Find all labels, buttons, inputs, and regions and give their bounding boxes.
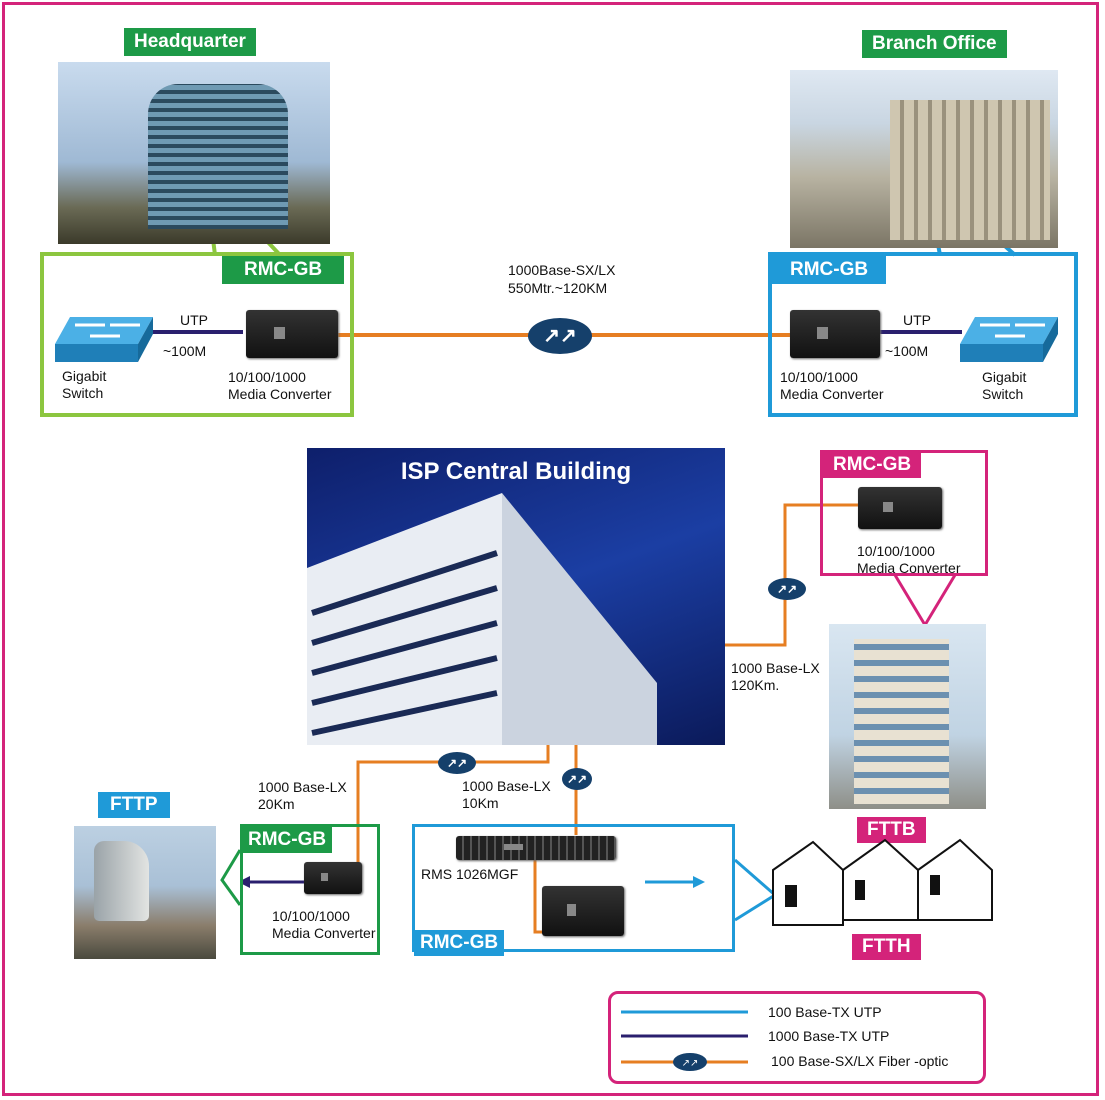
fttp-pointer-line: [220, 849, 242, 906]
ftth-media-converter: [542, 886, 624, 936]
hq-utp-label: UTP: [180, 312, 208, 328]
isp-title: ISP Central Building: [400, 458, 632, 485]
ftth-pointer-line: [734, 858, 778, 922]
hq-converter-label-1: 10/100/1000: [228, 369, 306, 385]
legend-swatches: ↗↗: [621, 1010, 748, 1071]
rms-switch-label: RMS 1026MGF: [421, 866, 519, 882]
fttb-link-label-1: 1000 Base-LX: [731, 660, 820, 676]
fttp-fiber-icon: ↗↗: [438, 752, 476, 774]
legend-label-100tx: 100 Base-TX UTP: [768, 1004, 882, 1020]
branch-box: [768, 252, 1078, 417]
hq-media-converter: [246, 310, 338, 358]
ftth-box: [412, 824, 735, 952]
fttb-tag: FTTB: [857, 817, 926, 843]
legend-box: ↗↗ 100 Base-TX UTP 1000 Base-TX UTP 100 …: [608, 991, 986, 1084]
fttp-box-label: RMC-GB: [242, 827, 333, 853]
fttp-building-shape: [94, 841, 149, 921]
ftth-link-label-2: 10Km: [462, 795, 499, 811]
fttb-media-converter: [858, 487, 942, 529]
fttb-box-label: RMC-GB: [823, 452, 922, 478]
branch-office-photo: [790, 70, 1058, 248]
hq-box: [40, 252, 354, 417]
hq-converter-label-2: Media Converter: [228, 386, 332, 402]
fttp-building-photo: [74, 826, 216, 959]
hq-switch-icon: [55, 317, 153, 362]
top-link-label-1: 1000Base-SX/LX: [508, 262, 616, 278]
branch-switch-icon: [960, 317, 1058, 362]
fttp-tag: FTTP: [98, 792, 170, 818]
ftth-tag: FTTH: [852, 934, 921, 960]
ftth-box-label: RMC-GB: [414, 930, 505, 956]
fttp-box: [240, 824, 380, 955]
branch-converter-label-2: Media Converter: [780, 386, 884, 402]
branch-converter-label-1: 10/100/1000: [780, 369, 858, 385]
fttb-building-photo: [829, 624, 986, 809]
rms-switch-device: [456, 836, 616, 860]
fttb-converter-label-2: Media Converter: [857, 560, 961, 576]
branch-distance-label: ~100M: [885, 343, 929, 359]
fttb-building-shape: [854, 639, 949, 804]
hq-box-label: RMC-GB: [222, 256, 345, 284]
top-fiber-icon: ↗↗: [528, 318, 592, 354]
fttp-media-converter: [304, 862, 362, 894]
branch-building-shape: [890, 100, 1050, 240]
fttb-fiber-icon: ↗↗: [768, 578, 806, 600]
hq-switch-label-1: Gigabit: [62, 368, 107, 384]
branch-switch-label-1: Gigabit: [982, 369, 1027, 385]
branch-utp-label: UTP: [903, 312, 931, 328]
branch-switch-label-2: Switch: [982, 386, 1024, 402]
headquarter-tag: Headquarter: [124, 28, 256, 56]
fttb-box: [820, 450, 988, 576]
branch-media-converter: [790, 310, 880, 358]
legend-label-fiber: 100 Base-SX/LX Fiber -optic: [771, 1053, 949, 1069]
isp-building-photo: ISP Central Building: [307, 448, 725, 745]
fttp-converter-label-1: 10/100/1000: [272, 908, 350, 924]
ftth-arrow-head: [693, 876, 705, 888]
fttb-pointer-line: [893, 574, 957, 628]
ftth-link-label-1: 1000 Base-LX: [462, 778, 551, 794]
top-link-label-2: 550Mtr.~120KM: [508, 280, 608, 296]
fttp-link-label-1: 1000 Base-LX: [258, 779, 347, 795]
hq-distance-label: ~100M: [163, 343, 207, 359]
hq-building-shape: [148, 84, 288, 229]
ftth-fiber-icon: ↗↗: [562, 768, 592, 790]
fttp-link-label-2: 20Km: [258, 796, 295, 812]
legend-label-1000tx: 1000 Base-TX UTP: [768, 1028, 890, 1044]
fttp-converter-label-2: Media Converter: [272, 925, 376, 941]
headquarter-photo: [58, 62, 330, 244]
branch-tag: Branch Office: [862, 30, 1007, 58]
fttp-arrow-head: [238, 876, 250, 888]
branch-box-label: RMC-GB: [772, 256, 887, 284]
legend-fiber-icon: [673, 1053, 707, 1071]
hq-switch-label-2: Switch: [62, 385, 104, 401]
fttb-converter-label-1: 10/100/1000: [857, 543, 935, 559]
isp-building-shape: [307, 493, 657, 745]
svg-text:↗↗: ↗↗: [682, 1058, 699, 1069]
houses-icon: [772, 838, 993, 926]
fttb-link-label-2: 120Km.: [731, 677, 780, 693]
